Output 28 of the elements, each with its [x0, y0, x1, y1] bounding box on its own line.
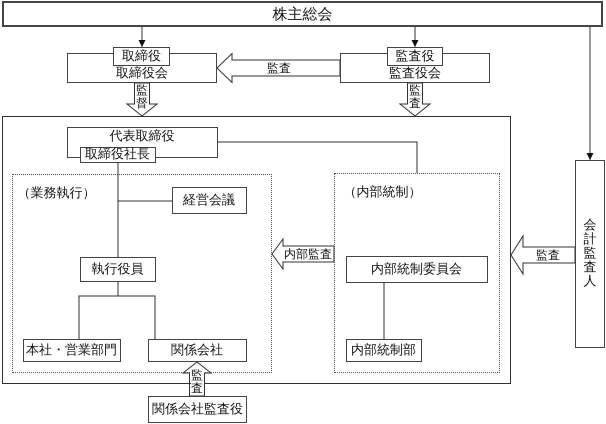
edge-label: 監査 [267, 62, 291, 74]
org-box: 監査役 [387, 47, 443, 66]
org-box: 関係会社監査役 [148, 396, 247, 423]
arrow [138, 26, 146, 48]
arrow [586, 26, 594, 160]
org-box: 内部統制部 [346, 338, 422, 362]
org-box: 内部統制委員会 [346, 256, 488, 282]
org-box: 株主総会 [2, 1, 603, 27]
arrow [412, 26, 418, 48]
edge-label: 監査 [408, 84, 422, 110]
outer-frame [2, 116, 511, 384]
group-heading: （業務執行） [18, 186, 96, 200]
group-heading: （内部統制） [344, 184, 422, 200]
edge-label: 内部監査 [284, 248, 332, 260]
org-box: 執行役員 [80, 256, 156, 282]
dotted-frame [334, 172, 500, 372]
connector-line [118, 282, 156, 340]
org-box: 本社・営業部門 [22, 338, 120, 362]
edge-label: 監査 [190, 369, 204, 395]
org-box: 取締役社長 [80, 146, 156, 162]
connector-line [218, 142, 418, 174]
org-box: 取締役 [113, 47, 170, 66]
org-box: 関係会社 [148, 338, 246, 362]
edge-label: 監査 [536, 248, 560, 262]
edge-label: 監督 [136, 84, 148, 110]
org-box: 経営会議 [172, 186, 246, 214]
org-box: 会計監査人 [575, 160, 605, 348]
connector-line [118, 162, 172, 202]
